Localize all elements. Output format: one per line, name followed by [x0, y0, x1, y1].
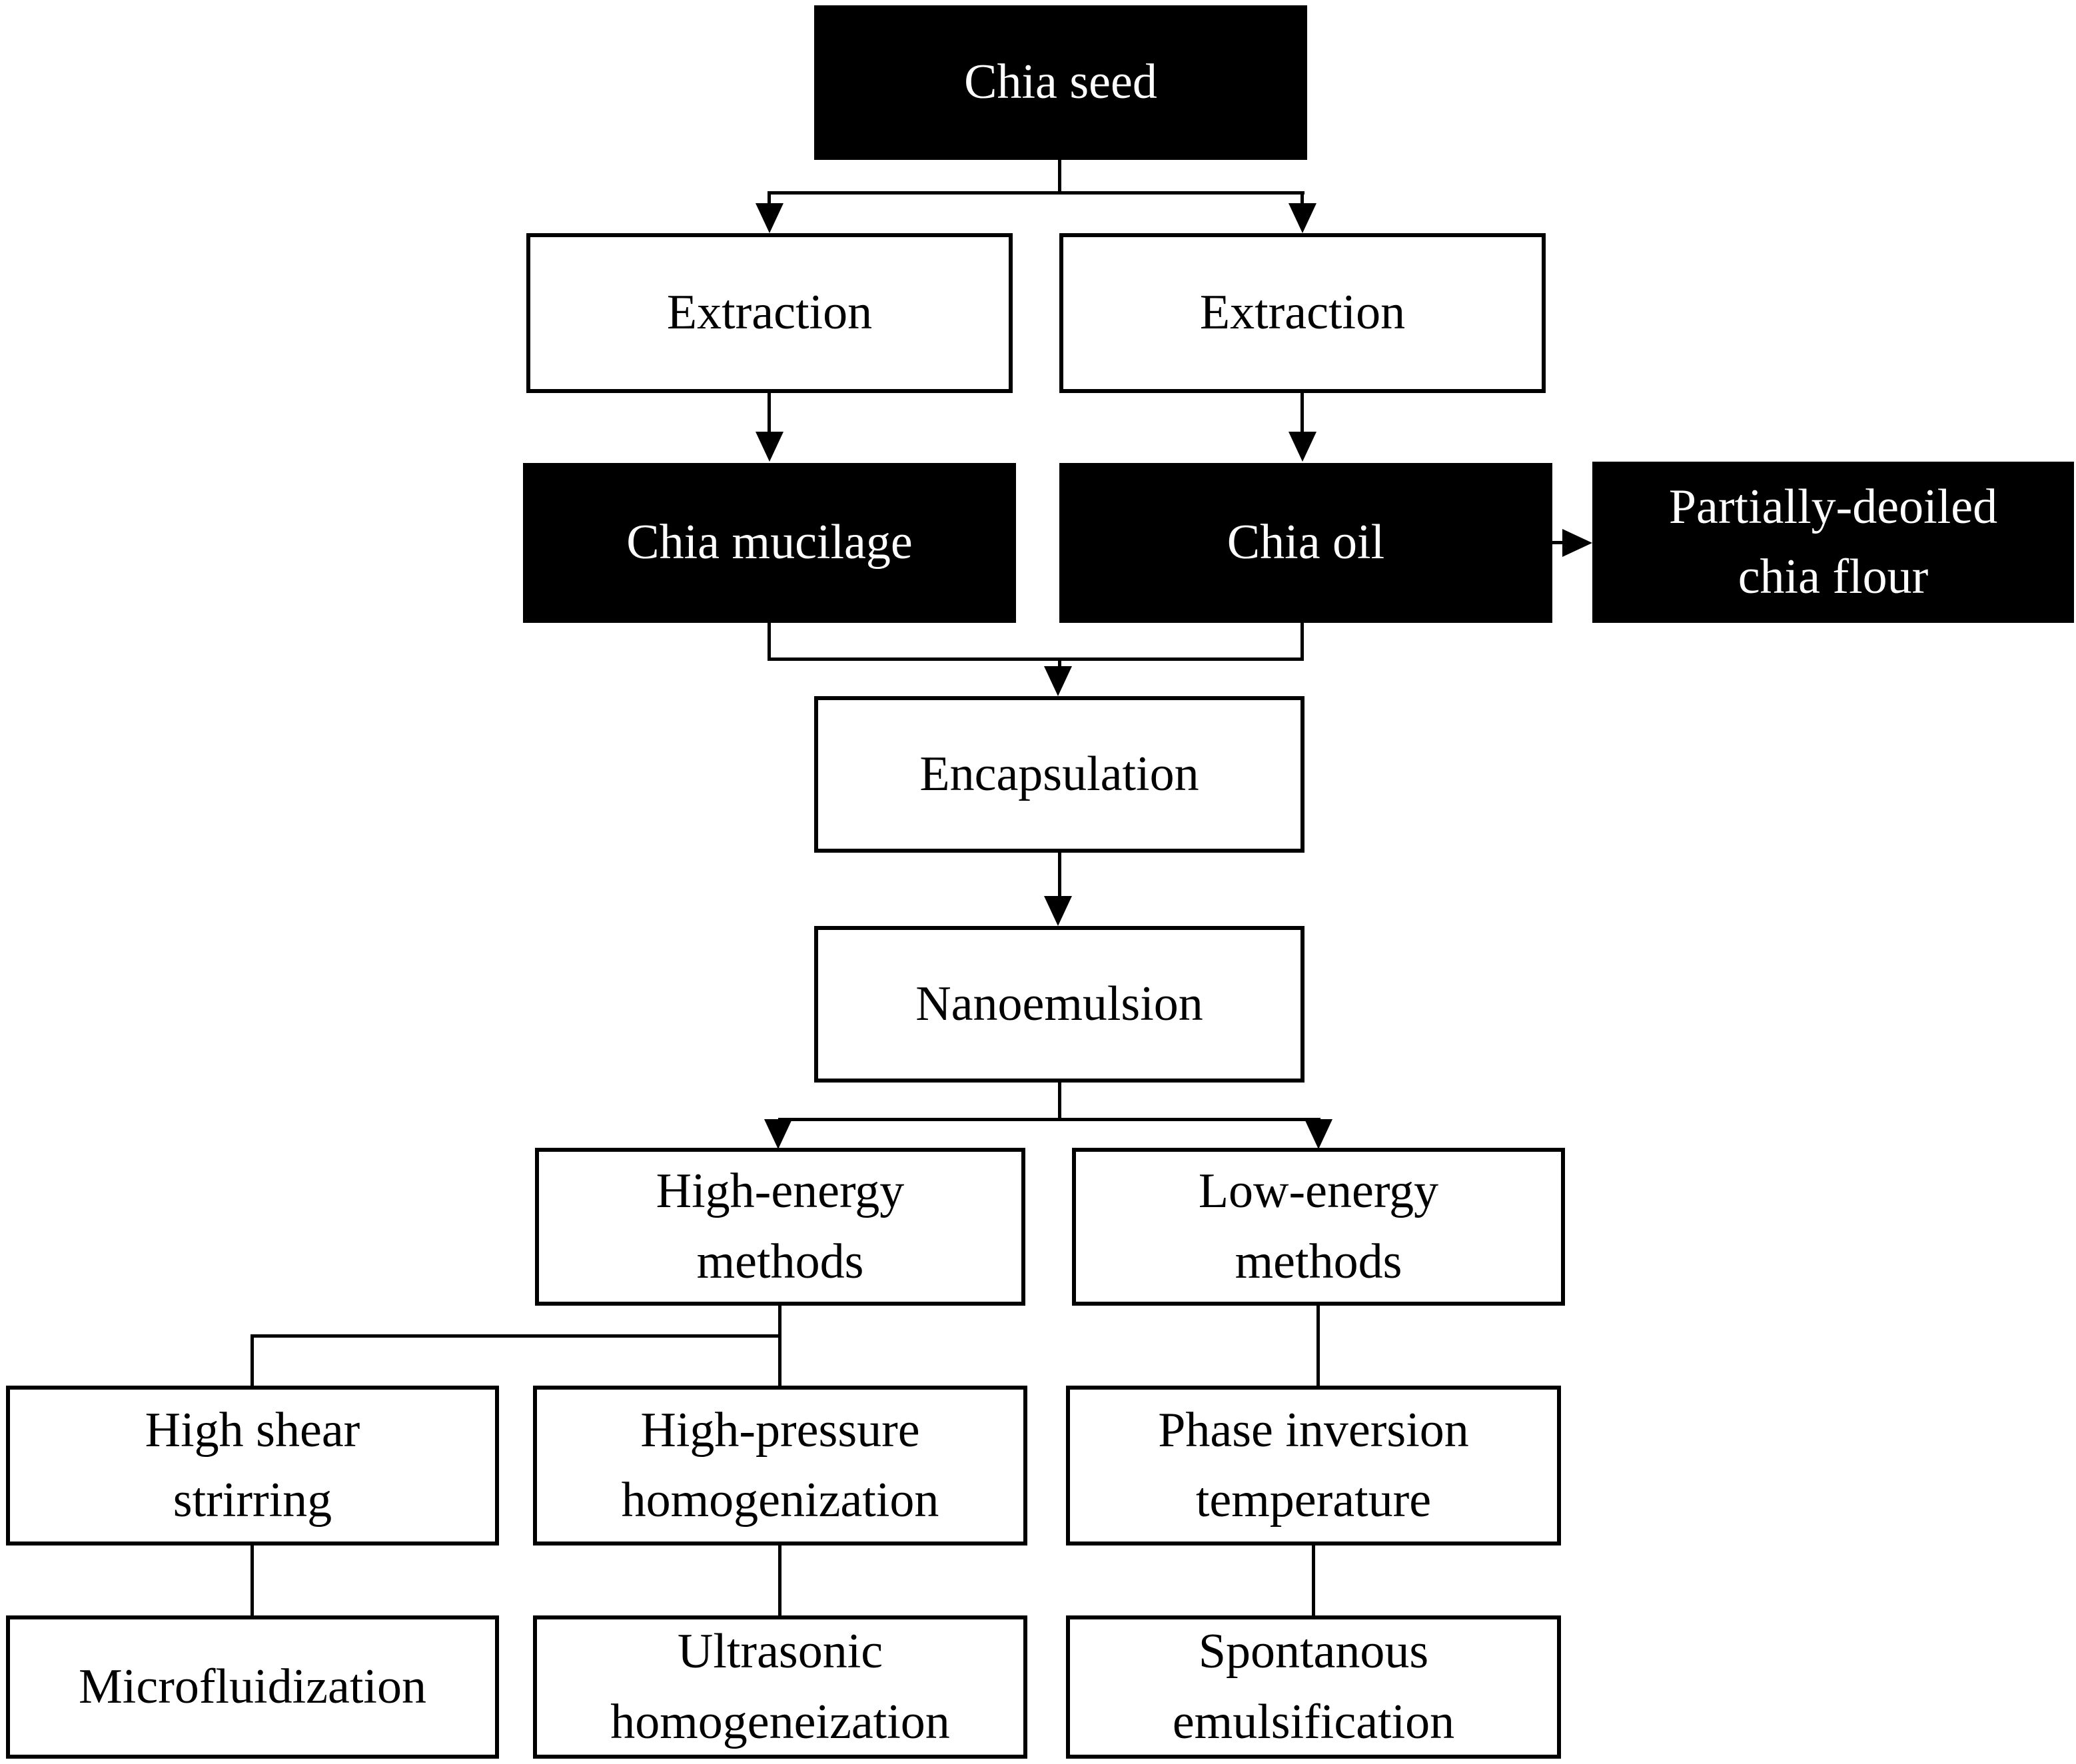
connector-extraction-to-mucilage: [768, 393, 771, 434]
node-encapsulation: Encapsulation: [814, 696, 1304, 853]
arrow-down-nanoemulsion-icon: [1044, 896, 1072, 926]
node-high-pressure-homogenization: High-pressure homogenization: [533, 1386, 1027, 1545]
node-extraction-left: Extraction: [526, 233, 1013, 393]
node-high-energy-methods: High-energy methods: [535, 1148, 1025, 1306]
connector-to-high-shear: [251, 1334, 254, 1386]
node-low-energy-methods: Low-energy methods: [1072, 1148, 1565, 1306]
node-spontanous-emulsification: Spontanous emulsification: [1066, 1615, 1561, 1759]
node-chia-mucilage: Chia mucilage: [523, 463, 1016, 623]
arrow-down-high-energy-icon: [764, 1119, 792, 1149]
node-ultrasonic-homogeneization: Ultrasonic homogeneization: [533, 1615, 1027, 1759]
connector-high-energy-stem: [778, 1306, 781, 1386]
connector-mucilage-stem: [768, 623, 771, 661]
arrow-down-extraction-left-icon: [756, 203, 783, 233]
arrow-right-flour-icon: [1562, 529, 1592, 557]
connector-encapsulation-to-nanoemulsion: [1058, 853, 1061, 899]
connector-oil-to-flour: [1552, 541, 1567, 544]
connector-to-microfluidization: [251, 1545, 254, 1615]
connector-methods-branch: [778, 1118, 1320, 1121]
arrow-down-low-energy-icon: [1304, 1119, 1332, 1149]
connector-oil-stem: [1300, 623, 1304, 661]
node-chia-oil: Chia oil: [1059, 463, 1552, 623]
node-chia-seed: Chia seed: [814, 5, 1307, 160]
arrow-down-oil-icon: [1289, 432, 1316, 462]
connector-nanoemulsion-stem: [1058, 1083, 1061, 1121]
node-nanoemulsion: Nanoemulsion: [814, 926, 1304, 1083]
connector-to-encapsulation: [1058, 658, 1061, 668]
node-phase-inversion-temperature: Phase inversion temperature: [1066, 1386, 1561, 1545]
arrow-down-encapsulation-icon: [1044, 666, 1072, 696]
connector-to-ultrasonic: [778, 1545, 781, 1615]
connector-to-extraction-left: [768, 191, 771, 207]
connector-merge-bar: [768, 658, 1304, 661]
connector-high-energy-branch: [251, 1334, 780, 1338]
connector-to-spontanous: [1312, 1545, 1315, 1615]
connector-low-energy-stem: [1316, 1306, 1320, 1386]
node-extraction-right: Extraction: [1059, 233, 1546, 393]
connector-to-extraction-right: [1300, 191, 1304, 207]
connector-extraction-to-oil: [1300, 393, 1304, 434]
connector-chia-seed-stem: [1058, 160, 1061, 193]
arrow-down-mucilage-icon: [756, 432, 783, 462]
connector-chia-seed-branch: [768, 191, 1304, 195]
arrow-down-extraction-right-icon: [1289, 203, 1316, 233]
node-high-shear-stirring: High shear strirring: [6, 1386, 499, 1545]
node-partially-deoiled-chia-flour: Partially-deoiled chia flour: [1592, 462, 2074, 623]
node-microfluidization: Microfluidization: [6, 1615, 499, 1759]
